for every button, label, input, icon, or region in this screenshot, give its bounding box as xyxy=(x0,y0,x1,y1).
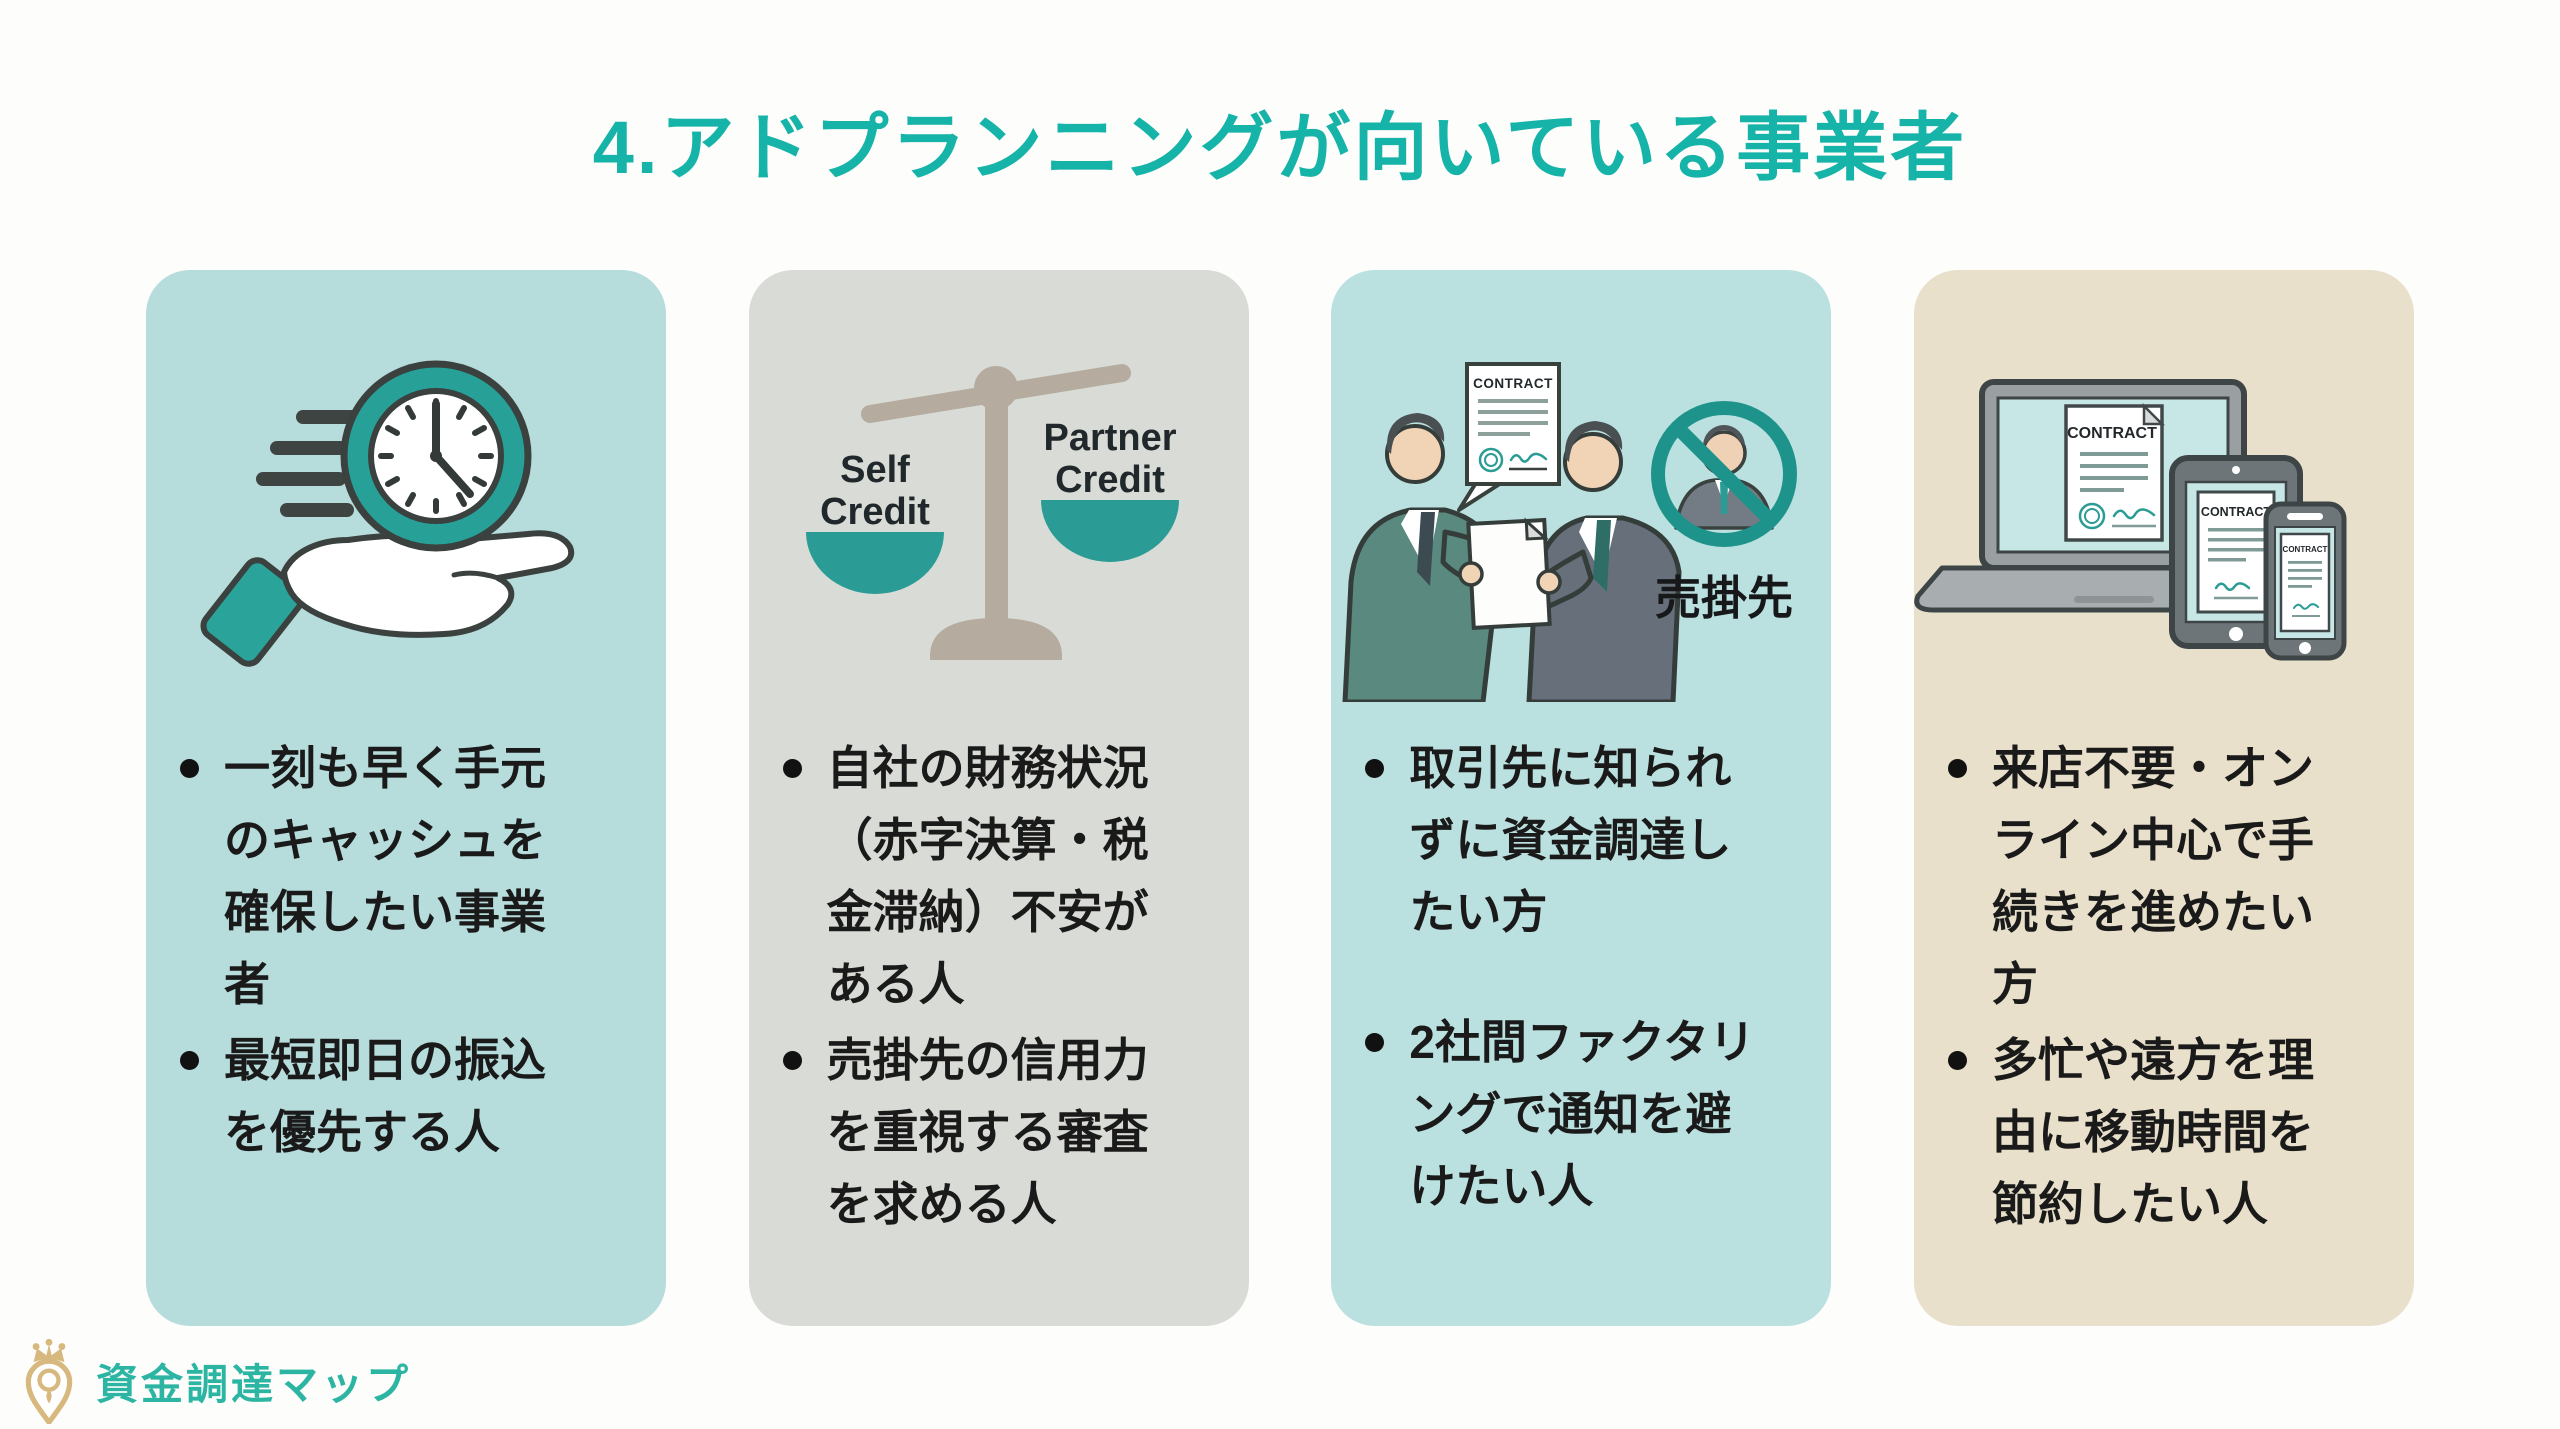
signature xyxy=(1510,452,1548,463)
scale-label-partner: Credit xyxy=(1055,459,1165,501)
contract-title: CONTRACT xyxy=(1473,376,1553,391)
devices-contract-icon: CONTRACT xyxy=(1914,270,2414,702)
bullet-item: 取引先に知られずに資金調達したい方 xyxy=(1361,732,1761,948)
bullet-item: 一刻も早く手元のキャッシュを確保したい事業者 xyxy=(176,732,576,1020)
contract-doc-phone: CONTRACT xyxy=(2279,532,2331,633)
stamp-icon xyxy=(1479,447,1504,473)
bullet-list: 一刻も早く手元のキャッシュを確保したい事業者 最短即日の振込を優先する人 xyxy=(146,702,576,1168)
scale-label-self: Self xyxy=(840,449,910,491)
contract-doc-laptop: CONTRACT xyxy=(2064,402,2165,542)
card-credit-balance: Self Credit Partner Credit 自社の財務状況（赤字決算・… xyxy=(748,270,1249,1326)
bullet-item: 売掛先の信用力を重視する審査を求める人 xyxy=(779,1024,1179,1240)
prohibition-label: 売掛先 xyxy=(1655,572,1793,624)
bullet-list: 自社の財務状況（赤字決算・税金滞納）不安がある人 売掛先の信用力を重視する審査を… xyxy=(749,702,1179,1240)
clock xyxy=(340,360,532,552)
businessmen-handoff-icon: CONTRACT xyxy=(1331,270,1831,702)
bullet-item: 自社の財務状況（赤字決算・税金滞納）不安がある人 xyxy=(779,732,1179,1020)
map-pin-crown-icon xyxy=(25,1338,73,1424)
balance-scale-icon: Self Credit Partner Credit xyxy=(749,270,1249,702)
brand-logo: 資金調達マップ xyxy=(16,1338,411,1424)
stamp-icon xyxy=(2078,502,2106,530)
scale-label-self: Credit xyxy=(820,491,930,533)
contract-bubble: CONTRACT xyxy=(1457,362,1562,512)
bullet-item: 最短即日の振込を優先する人 xyxy=(176,1024,576,1168)
clock-in-hand-icon xyxy=(146,270,666,702)
bullet-list: 取引先に知られずに資金調達したい方 2社間ファクタリングで通知を避けたい人 xyxy=(1331,702,1761,1222)
page-title: 4.アドプランニングが向いている事業者 xyxy=(592,105,1968,189)
scale-pan-left xyxy=(805,532,944,594)
scale-label-partner: Partner xyxy=(1043,417,1176,459)
prohibition-sign-icon xyxy=(1651,401,1798,547)
signature xyxy=(2292,603,2319,610)
card-online-procedure: CONTRACT xyxy=(1913,270,2414,1326)
handoff-paper xyxy=(1466,517,1553,630)
bullet-item: 2社間ファクタリングで通知を避けたい人 xyxy=(1361,1006,1761,1222)
contract-title: CONTRACT xyxy=(2283,545,2328,554)
card-no-notification: CONTRACT xyxy=(1331,270,1832,1326)
scale-pan-right xyxy=(1040,500,1179,562)
contract-doc-tablet: CONTRACT xyxy=(2196,490,2276,614)
bullet-list: 来店不要・オンライン中心で手続きを進めたい方 多忙や遠方を理由に移動時間を節約し… xyxy=(1914,702,2344,1240)
signature xyxy=(2214,582,2251,591)
phone: CONTRACT xyxy=(2263,501,2347,661)
signature xyxy=(2112,508,2156,520)
bullet-item: 来店不要・オンライン中心で手続きを進めたい方 xyxy=(1944,732,2344,1020)
scale xyxy=(805,364,1179,660)
hand xyxy=(200,530,575,667)
contract-title: CONTRACT xyxy=(2201,505,2271,519)
contract-title: CONTRACT xyxy=(2067,425,2157,442)
brand-name: 資金調達マップ xyxy=(96,1360,412,1408)
card-speed-funding: 一刻も早く手元のキャッシュを確保したい事業者 最短即日の振込を優先する人 xyxy=(146,270,666,1326)
bullet-item: 多忙や遠方を理由に移動時間を節約したい人 xyxy=(1944,1024,2344,1240)
card-row: 一刻も早く手元のキャッシュを確保したい事業者 最短即日の振込を優先する人 Sel… xyxy=(146,270,2414,1326)
